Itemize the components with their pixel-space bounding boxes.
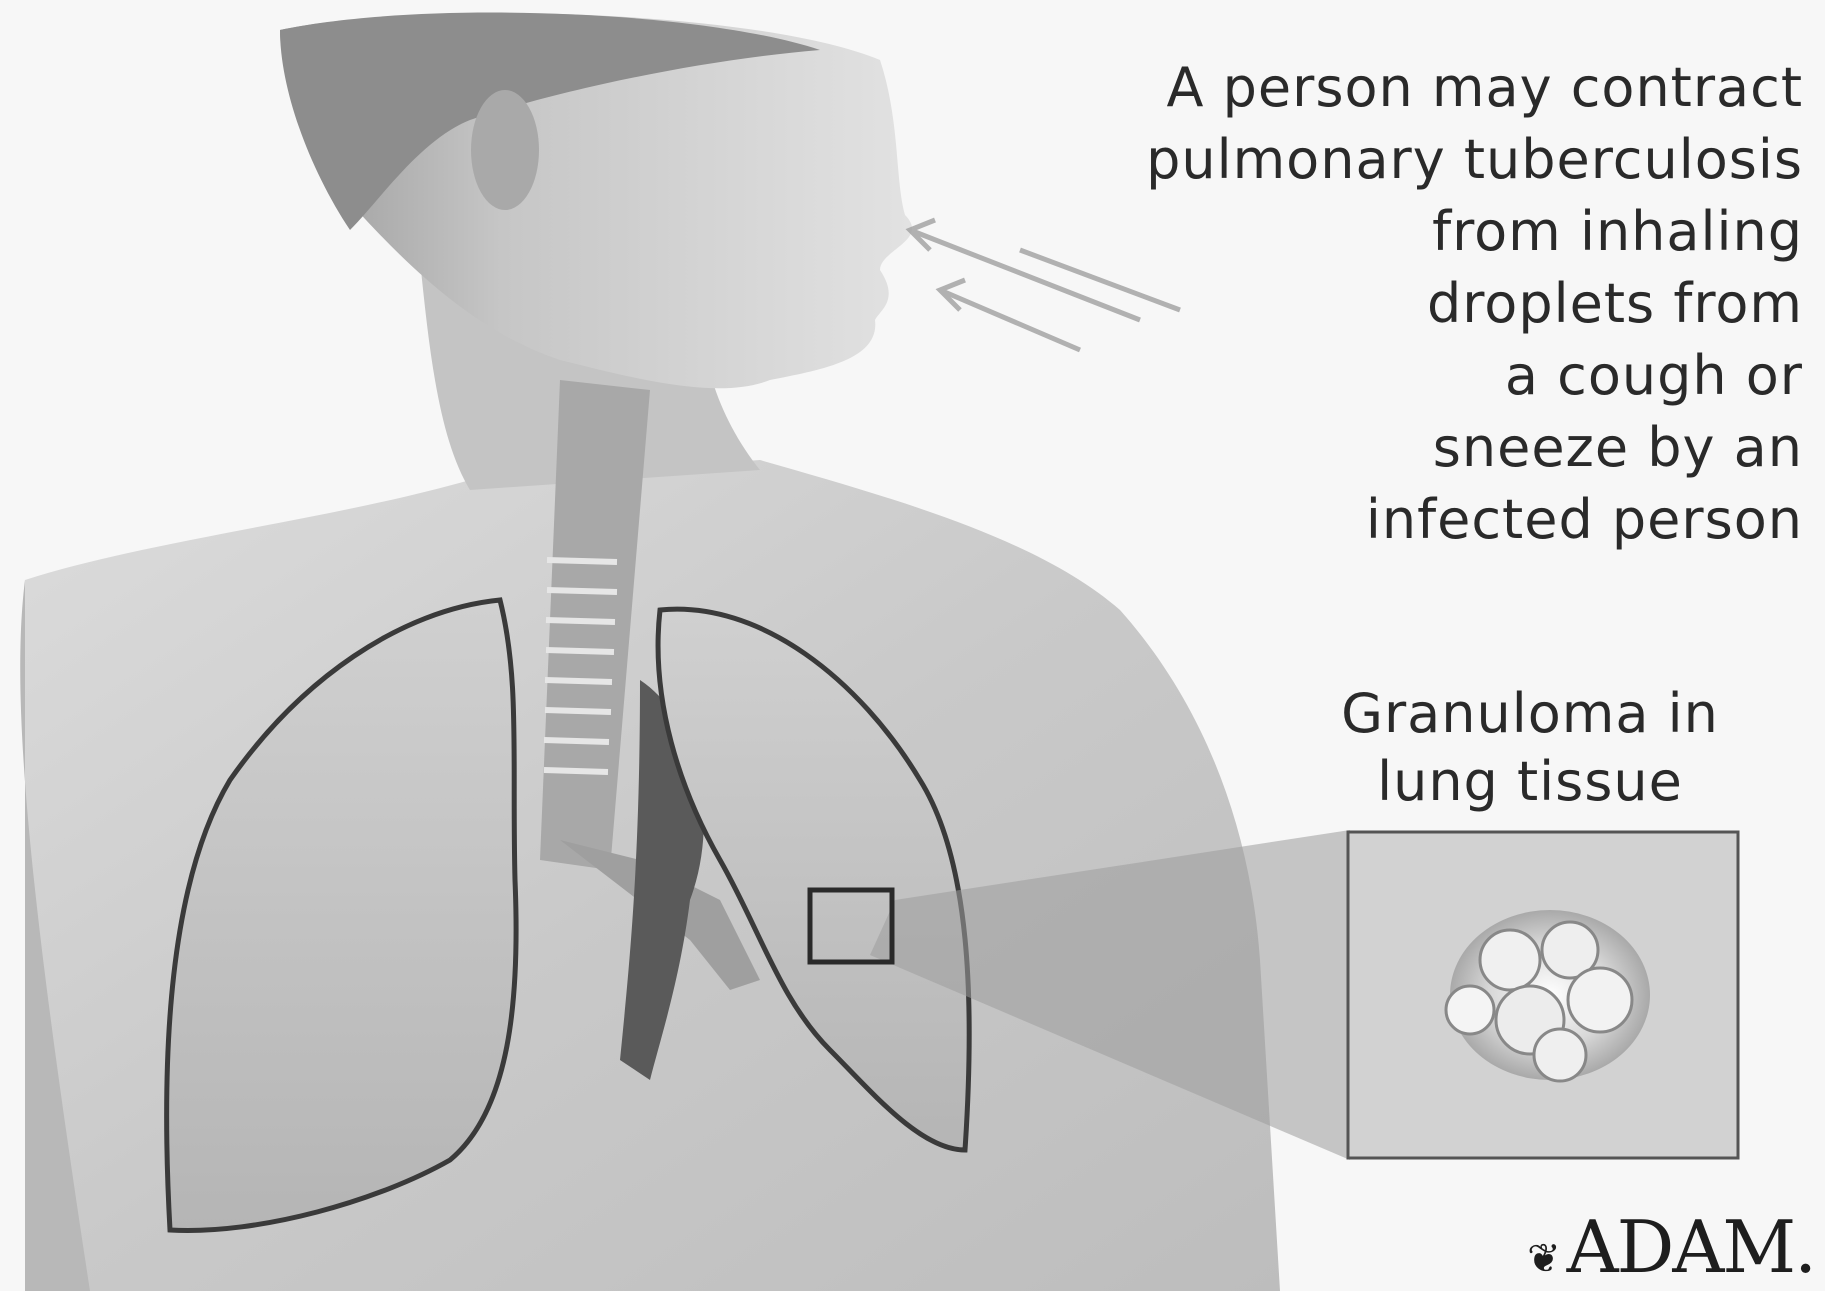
main-caption-line: infected person — [1023, 484, 1803, 556]
adam-logo: ❦ ADAM. — [1527, 1211, 1815, 1283]
adam-logo-text: ADAM. — [1567, 1211, 1815, 1283]
inset-caption: Granuloma in lung tissue — [1300, 680, 1760, 816]
main-caption: A person may contract pulmonary tubercul… — [1023, 52, 1803, 556]
main-caption-line: pulmonary tuberculosis — [1023, 124, 1803, 196]
inset-caption-line: lung tissue — [1300, 748, 1760, 816]
main-caption-line: droplets from — [1023, 268, 1803, 340]
main-caption-line: from inhaling — [1023, 196, 1803, 268]
ear — [471, 90, 539, 210]
main-caption-line: A person may contract — [1023, 52, 1803, 124]
main-caption-line: a cough or — [1023, 340, 1803, 412]
main-caption-line: sneeze by an — [1023, 412, 1803, 484]
inset-caption-line: Granuloma in — [1300, 680, 1760, 748]
adam-logo-icon: ❦ — [1527, 1236, 1561, 1282]
